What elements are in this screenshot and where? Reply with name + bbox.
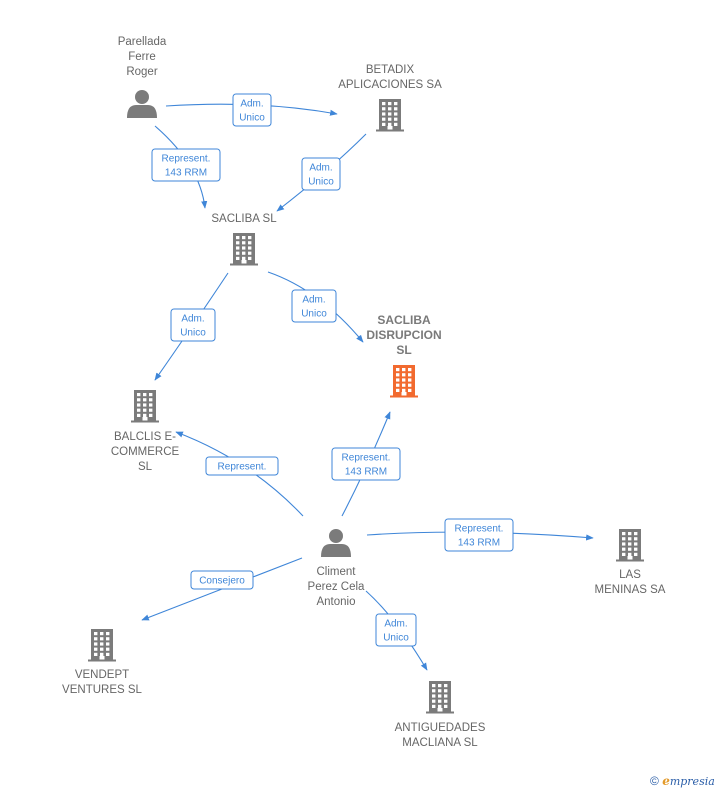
- node-antiguedades[interactable]: ANTIGUEDADES MACLIANA SL: [395, 681, 486, 749]
- node-label: Roger: [126, 66, 157, 78]
- copyright-symbol: ©: [650, 774, 659, 788]
- node-label: VENTURES SL: [62, 684, 142, 696]
- building-icon: [390, 365, 418, 398]
- node-label: Ferre: [128, 51, 155, 63]
- edge-label-text: Adm.: [309, 163, 332, 174]
- node-label: SACLIBA: [377, 313, 431, 327]
- node-betadix[interactable]: BETADIX APLICACIONES SA: [338, 64, 442, 132]
- node-label: ANTIGUEDADES: [395, 722, 486, 734]
- edge-climent-to-lasmeninas: Represent. 143 RRM: [366, 518, 594, 552]
- edge-label-text: Adm.: [302, 295, 325, 306]
- edge-climent-to-vendept: Consejero: [141, 557, 303, 621]
- edge-label-box[interactable]: [291, 289, 337, 323]
- edge-label-box[interactable]: [375, 613, 417, 647]
- edge-label-text: 143 RRM: [165, 168, 207, 179]
- node-label: BETADIX: [366, 64, 415, 76]
- node-label: SL: [396, 343, 411, 357]
- edge-label-box[interactable]: [444, 518, 514, 552]
- edge-label-box[interactable]: [331, 447, 401, 481]
- edge-label-text: Represent.: [342, 453, 391, 464]
- building-icon: [131, 390, 159, 423]
- node-label: Climent: [317, 566, 357, 578]
- node-balclis[interactable]: BALCLIS E- COMMERCE SL: [111, 390, 180, 473]
- node-label: Parellada: [118, 36, 167, 48]
- edge-climent-to-balclis: Represent.: [175, 431, 304, 517]
- node-vendept[interactable]: VENDEPT VENTURES SL: [62, 629, 143, 696]
- node-label: MENINAS SA: [595, 584, 666, 596]
- node-lasmeninas[interactable]: LAS MENINAS SA: [595, 529, 666, 596]
- edge-label-box[interactable]: [232, 93, 272, 127]
- edge-betadix-to-sacliba: Adm. Unico: [276, 133, 367, 212]
- node-label: Antonio: [316, 596, 355, 608]
- edge-parellada-to-sacliba: Represent. 143 RRM: [151, 125, 221, 209]
- node-label: LAS: [619, 569, 641, 581]
- person-icon: [127, 90, 157, 118]
- edge-label-text: Adm.: [181, 314, 204, 325]
- node-label: APLICACIONES SA: [338, 79, 442, 91]
- node-label: BALCLIS E-: [114, 431, 176, 443]
- footer-credit: © empresia: [650, 774, 715, 788]
- node-label: Perez Cela: [308, 581, 365, 593]
- building-icon: [230, 233, 258, 266]
- edge-label-box[interactable]: [170, 308, 216, 342]
- brand-logo-initial: e: [662, 774, 670, 788]
- building-icon: [616, 529, 644, 562]
- edge-sacliba-to-disrupcion: Adm. Unico: [267, 271, 364, 343]
- edge-label-box[interactable]: [190, 570, 254, 590]
- node-label: COMMERCE: [111, 446, 180, 458]
- node-sacliba[interactable]: SACLIBA SL: [211, 213, 277, 266]
- building-icon: [426, 681, 454, 714]
- node-label: VENDEPT: [75, 669, 129, 681]
- edge-label-text: Represent.: [162, 154, 211, 165]
- edge-label-text: Represent.: [455, 524, 504, 535]
- node-label: SL: [138, 461, 153, 473]
- node-label: DISRUPCION: [366, 328, 441, 342]
- node-label: MACLIANA SL: [402, 737, 478, 749]
- edge-label-box[interactable]: [205, 456, 279, 476]
- edge-label-text: 143 RRM: [458, 538, 500, 549]
- edge-climent-to-antiguedades: Adm. Unico: [365, 590, 428, 671]
- edge-label-text: Consejero: [199, 576, 245, 587]
- node-label: SACLIBA SL: [211, 213, 277, 225]
- edge-label-text: 143 RRM: [345, 467, 387, 478]
- edge-label-text: Represent.: [218, 462, 267, 473]
- edge-label-text: Unico: [301, 309, 327, 320]
- edge-climent-to-disrupcion: Represent. 143 RRM: [331, 411, 401, 517]
- edge-label-text: Adm.: [384, 619, 407, 630]
- building-icon: [88, 629, 116, 662]
- edge-label-text: Unico: [239, 113, 265, 124]
- edge-label-box[interactable]: [301, 157, 341, 191]
- edge-label-text: Unico: [180, 328, 206, 339]
- person-icon: [321, 529, 351, 557]
- brand-logo-text: mpresia: [669, 775, 715, 788]
- building-icon: [376, 99, 404, 132]
- edge-label-text: Adm.: [240, 99, 263, 110]
- edge-label-text: Unico: [383, 633, 409, 644]
- edge-label-box[interactable]: [151, 148, 221, 182]
- edge-parellada-to-betadix: Adm. Unico: [165, 93, 338, 127]
- edge-sacliba-to-balclis: Adm. Unico: [154, 272, 229, 381]
- edge-label-text: Unico: [308, 177, 334, 188]
